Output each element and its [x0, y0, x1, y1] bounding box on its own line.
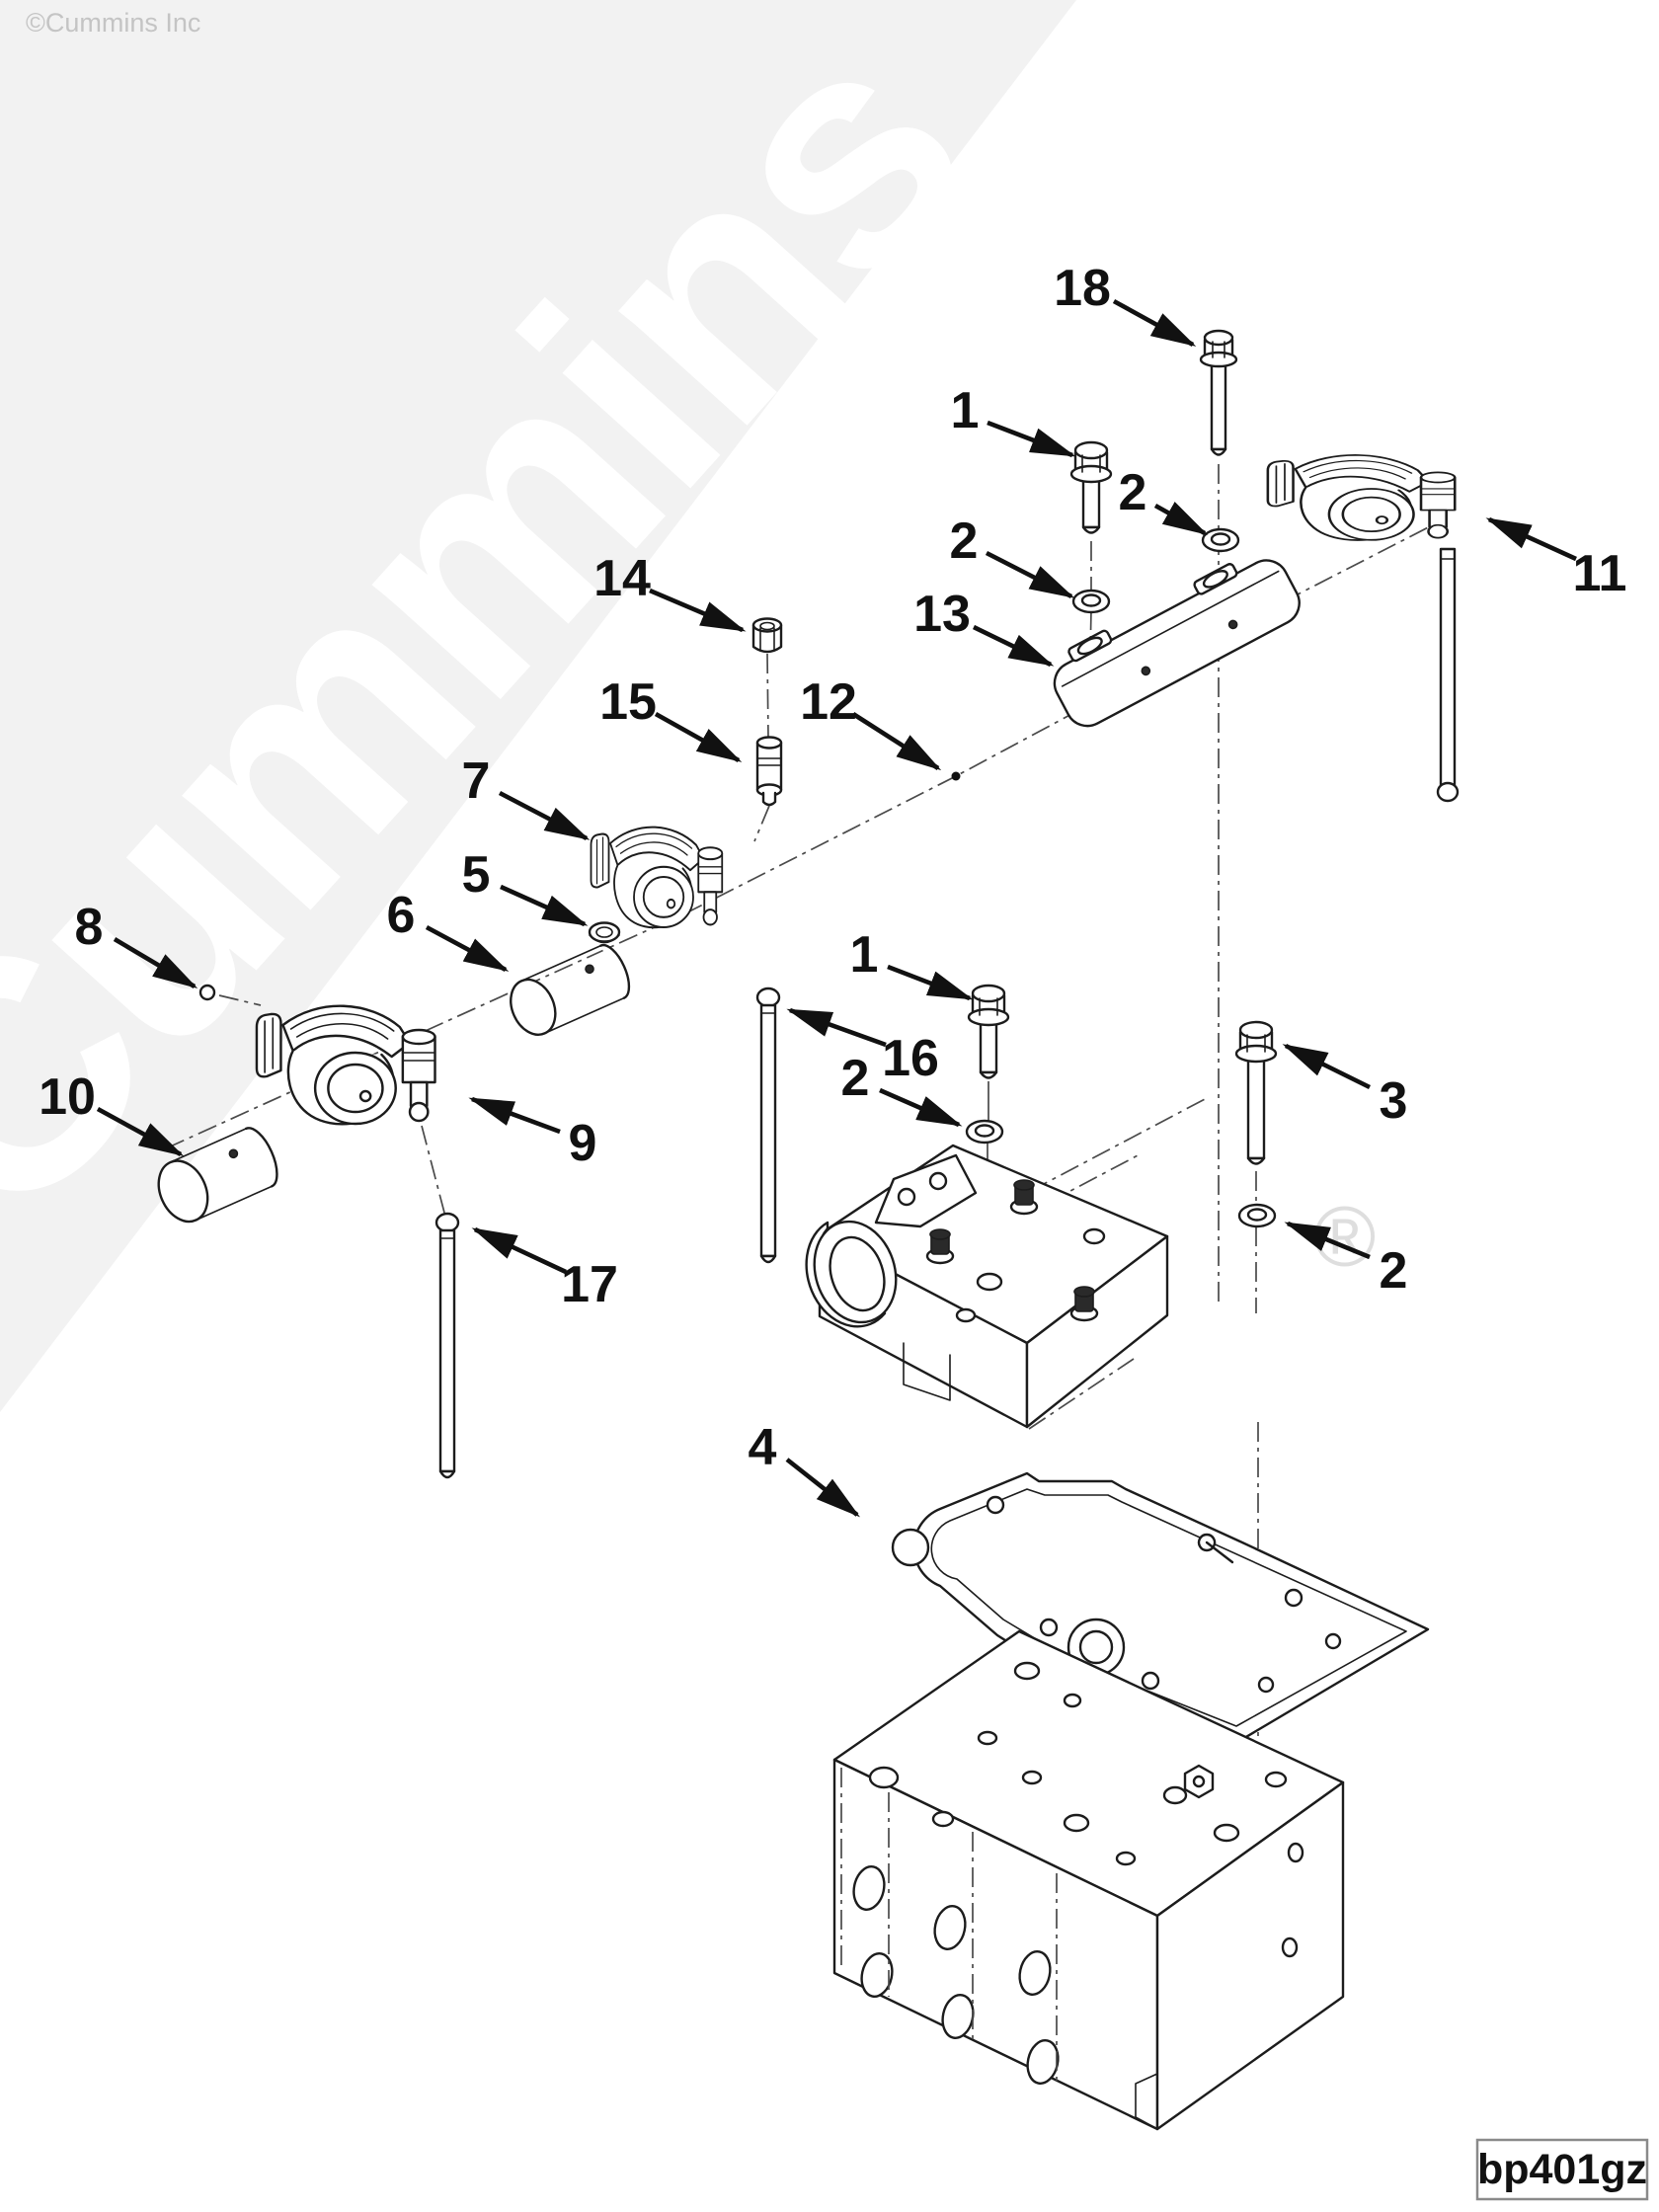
- shaft-block-13: [1053, 559, 1301, 728]
- figure-code-box: bp401gz: [1475, 2138, 1649, 2201]
- push-rod-17: [434, 1212, 460, 1479]
- bushing-10: [157, 1127, 278, 1224]
- callout-number: 1: [850, 926, 879, 984]
- adjusting-screw-15: [755, 736, 783, 807]
- callout-3: 3: [1282, 1043, 1408, 1130]
- flange-bolt-1-upper: [1069, 440, 1113, 534]
- callout-15: 15: [599, 673, 743, 763]
- callout-1-lower: 1: [850, 926, 974, 1001]
- cap-5: [588, 921, 621, 944]
- callout-2-right: 2: [1119, 464, 1209, 536]
- housing-stud-1: [925, 1228, 955, 1265]
- callout-number: 2: [1119, 464, 1147, 521]
- rocker-lever-housing: [805, 1144, 1169, 1429]
- push-rod-11: [1436, 547, 1460, 803]
- callout-10: 10: [39, 1068, 185, 1157]
- callout-6: 6: [387, 887, 510, 973]
- callout-number: 1: [951, 382, 980, 439]
- adjusting-nut-14: [751, 617, 783, 654]
- callout-number: 16: [882, 1030, 939, 1087]
- callout-8: 8: [75, 899, 198, 988]
- callout-number: 17: [561, 1256, 618, 1313]
- washer-2-mid: [1071, 589, 1111, 614]
- ball-8: [198, 984, 216, 1001]
- callout-number: 14: [593, 550, 651, 607]
- washer-2-lower: [965, 1119, 1004, 1145]
- rocker-arm-9: [255, 1004, 436, 1126]
- callout-12: 12: [800, 673, 942, 771]
- callout-17: 17: [471, 1226, 618, 1313]
- housing-stud-2: [1009, 1179, 1039, 1216]
- rocker-arm-7: [590, 826, 724, 929]
- callout-9: 9: [468, 1096, 597, 1172]
- cylinder-head-block: [832, 1629, 1345, 2131]
- callout-number: 8: [75, 899, 104, 956]
- callout-5: 5: [462, 846, 589, 927]
- callout-14: 14: [593, 550, 747, 633]
- figure-code: bp401gz: [1477, 2146, 1647, 2193]
- callout-13: 13: [913, 586, 1055, 668]
- callout-number: 9: [569, 1115, 597, 1172]
- callout-18: 18: [1054, 260, 1197, 348]
- callout-number: 18: [1054, 260, 1111, 317]
- rocker-arm-11: [1266, 454, 1457, 541]
- callout-number: 5: [462, 846, 491, 904]
- callout-number: 2: [841, 1050, 870, 1107]
- callout-number: 6: [387, 887, 416, 944]
- callout-number: 10: [39, 1068, 96, 1126]
- callout-number: 2: [950, 513, 979, 570]
- gasket-4: [891, 1471, 1430, 1746]
- callout-16: 16: [786, 1007, 939, 1087]
- callout-4: 4: [749, 1419, 861, 1518]
- copyright-text: ©Cummins Inc: [26, 8, 200, 38]
- housing-stud-3: [1069, 1286, 1099, 1322]
- callout-number: 7: [462, 752, 491, 810]
- flange-bolt-3: [1234, 1020, 1278, 1165]
- callout-2-mid: 2: [950, 513, 1075, 599]
- callout-number: 4: [749, 1419, 777, 1476]
- callout-2-bottom: 2: [1284, 1221, 1408, 1300]
- callout-7: 7: [462, 752, 591, 841]
- callout-number: 15: [599, 673, 657, 731]
- washer-2-bottom: [1237, 1203, 1277, 1228]
- flange-bolt-18: [1199, 329, 1238, 456]
- ball-12: [951, 771, 961, 781]
- callout-1-upper: 1: [951, 382, 1076, 458]
- bushing-6: [510, 943, 631, 1036]
- callout-2-lower: 2: [841, 1050, 963, 1128]
- washer-2-right: [1201, 527, 1240, 553]
- callout-number: 2: [1380, 1242, 1408, 1300]
- callout-11: 11: [1485, 516, 1627, 602]
- callout-number: 11: [1573, 545, 1627, 602]
- callout-number: 13: [913, 586, 971, 643]
- callout-number: 12: [800, 673, 857, 731]
- push-rod-16: [755, 987, 781, 1264]
- callout-number: 3: [1380, 1072, 1408, 1130]
- flange-bolt-1-lower: [967, 984, 1010, 1079]
